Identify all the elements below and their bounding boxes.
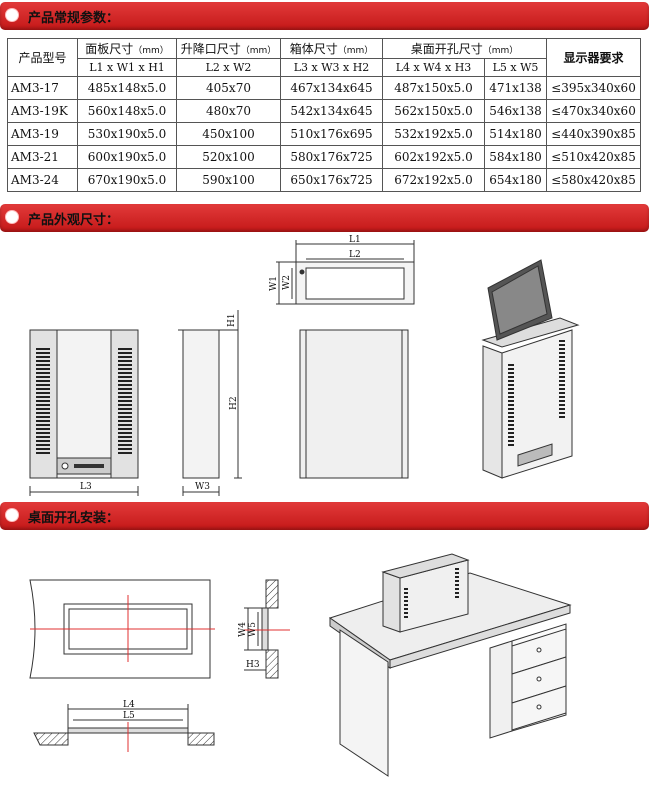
dim-label-W2: W2 <box>282 275 292 290</box>
side-view-drawing <box>178 310 242 496</box>
cell-cut1: 672x192x5.0 <box>382 168 485 192</box>
subheader-cut2: L5 x W5 <box>484 58 547 77</box>
dim-label-H2: H2 <box>229 396 239 410</box>
dim-label-W3: W3 <box>195 482 210 492</box>
cell-box: 510x176x695 <box>280 122 383 146</box>
cell-panel: 600x190x5.0 <box>77 145 177 169</box>
section-header-install: 桌面开孔安装： <box>0 502 649 530</box>
dim-label-L3: L3 <box>80 482 92 492</box>
cell-cut1: 602x192x5.0 <box>382 145 485 169</box>
cell-lift: 405x70 <box>176 76 281 100</box>
table-row: AM3-19 530x190x5.0 450x100 510x176x695 5… <box>7 122 641 146</box>
cutout-section-drawing <box>33 704 215 752</box>
cell-box: 542x134x645 <box>280 99 383 123</box>
cell-lift: 590x100 <box>176 168 281 192</box>
cell-box: 650x176x725 <box>280 168 383 192</box>
table-subheader-row: L1 x W1 x H1 L2 x W2 L3 x W3 x H2 L4 x W… <box>8 58 641 77</box>
cell-box: 467x134x645 <box>280 76 383 100</box>
cell-model: AM3-24 <box>7 168 78 192</box>
dim-label-W1: W1 <box>269 276 279 291</box>
cutout-plan-drawing <box>29 579 215 679</box>
dim-label-H1: H1 <box>227 313 237 327</box>
cell-panel: 485x148x5.0 <box>77 76 177 100</box>
subheader-lift: L2 x W2 <box>176 58 281 77</box>
section-title: 桌面开孔安装： <box>28 511 120 526</box>
cell-box: 580x176x725 <box>280 145 383 169</box>
back-view-drawing <box>299 329 409 479</box>
table-row: AM3-24 670x190x5.0 590x100 650x176x725 6… <box>7 168 641 192</box>
table-row: AM3-17 485x148x5.0 405x70 467x134x645 48… <box>7 76 641 100</box>
front-view-drawing <box>29 329 139 496</box>
cell-model: AM3-19 <box>7 122 78 146</box>
cell-model: AM3-21 <box>7 145 78 169</box>
dim-label-W5: W5 <box>248 622 258 637</box>
dim-label-L2: L2 <box>349 250 361 260</box>
bullet-icon <box>6 509 18 521</box>
bullet-icon <box>6 211 18 223</box>
subheader-cut1: L4 x W4 x H3 <box>382 58 485 77</box>
subheader-panel: L1 x W1 x H1 <box>77 58 177 77</box>
cell-cut2: 514x180 <box>484 122 547 146</box>
bullet-icon <box>6 9 18 21</box>
cell-cut2: 471x138 <box>484 76 547 100</box>
desk-drawing <box>328 553 572 777</box>
col-header-panel: 面板尺寸（mm） <box>77 38 177 59</box>
section-header-params: 产品常规参数： <box>0 2 649 30</box>
cell-model: AM3-17 <box>7 76 78 100</box>
dim-label-L5: L5 <box>123 711 135 721</box>
spec-table: 产品型号 面板尺寸（mm） 升降口尺寸（mm） 箱体尺寸（mm） 桌面开孔尺寸（… <box>7 38 641 192</box>
cell-cut2: 584x180 <box>484 145 547 169</box>
section-title: 产品外观尺寸： <box>28 213 120 228</box>
col-header-model: 产品型号 <box>7 38 78 77</box>
dim-label-L1: L1 <box>349 235 361 245</box>
cutout-side-drawing <box>244 579 290 679</box>
cell-display: ≤395x340x60 <box>546 76 641 100</box>
cell-display: ≤580x420x85 <box>546 168 641 192</box>
dim-label-H3: H3 <box>246 660 260 670</box>
dim-label-L4: L4 <box>123 700 135 710</box>
section-header-dimensions: 产品外观尺寸： <box>0 204 649 232</box>
dim-label-W4: W4 <box>238 622 248 637</box>
section-title: 产品常规参数： <box>28 11 120 26</box>
product-3d-drawing <box>481 259 580 479</box>
cell-display: ≤510x420x85 <box>546 145 641 169</box>
cell-panel: 670x190x5.0 <box>77 168 177 192</box>
cell-cut1: 487x150x5.0 <box>382 76 485 100</box>
col-header-box: 箱体尺寸（mm） <box>280 38 383 59</box>
top-view-drawing <box>276 240 415 305</box>
